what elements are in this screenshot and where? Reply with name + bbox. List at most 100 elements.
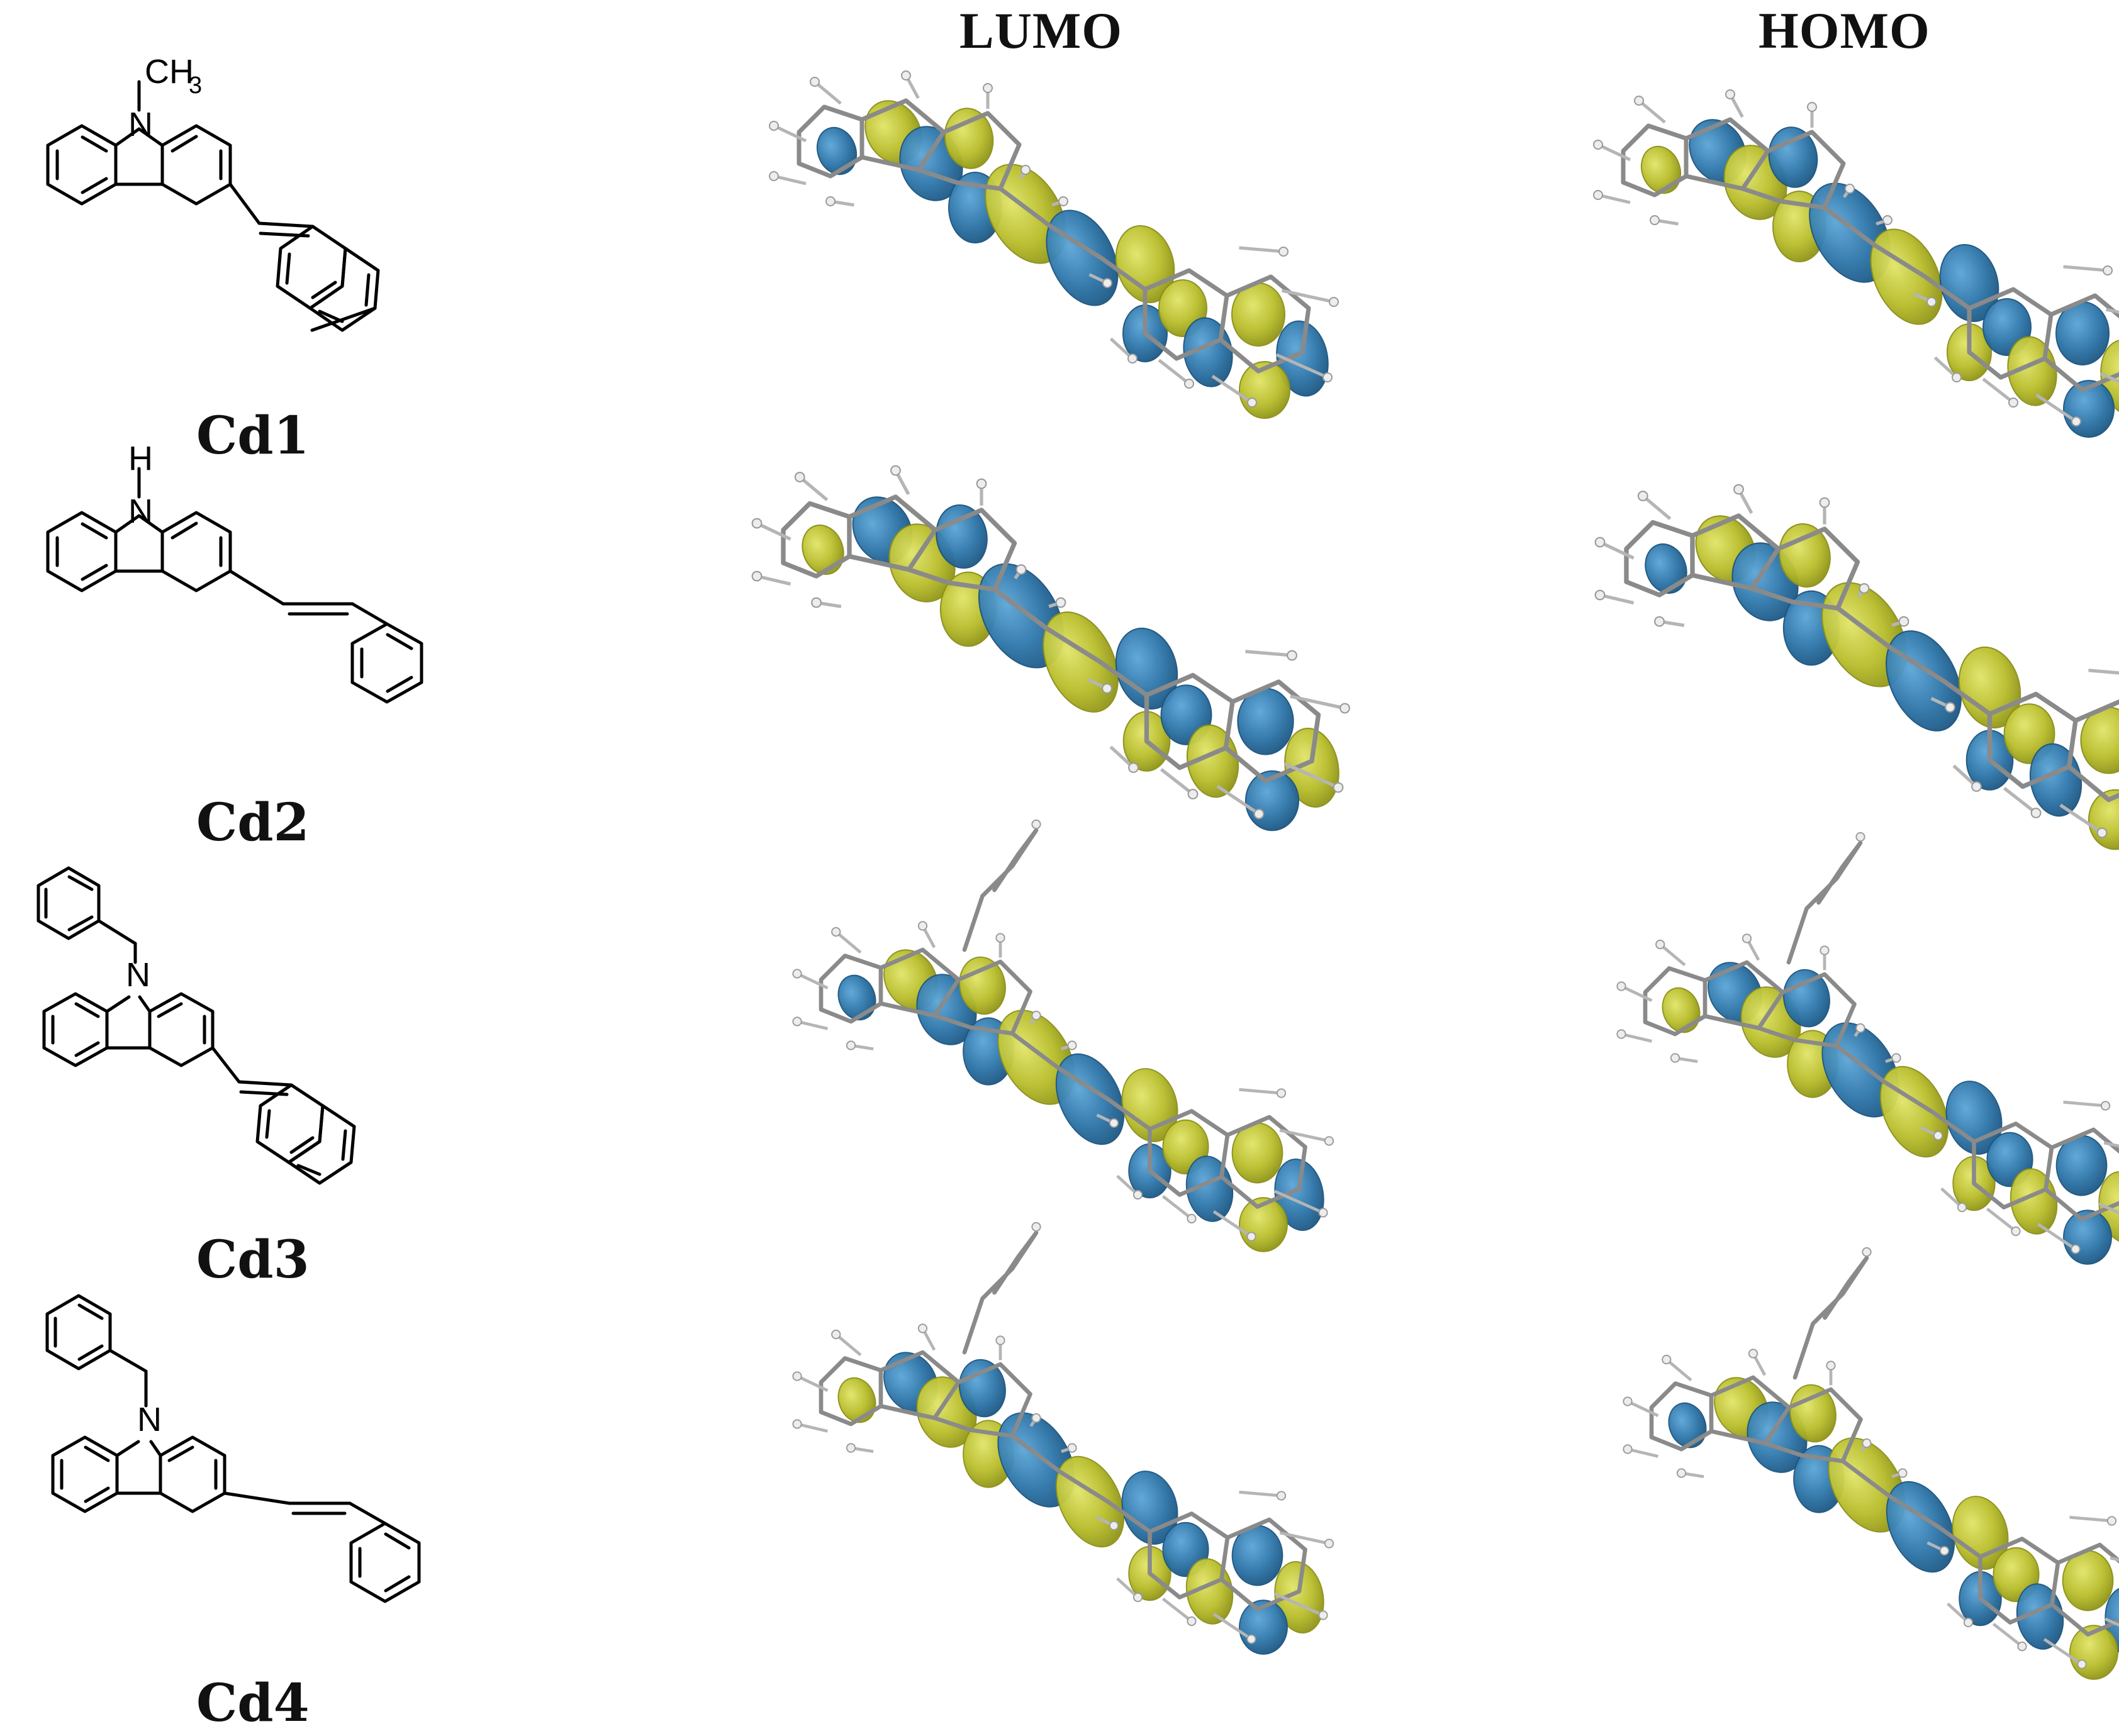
methyl-label: CH [145,53,194,91]
hydrogen-sphere [2008,398,2018,408]
molecular-skeleton [1623,1247,2119,1669]
hydrogen-sphere [1184,379,1194,389]
molecular-skeleton [1593,89,2119,426]
hydrogen-sphere [1634,96,1644,106]
orbital-panel [769,70,1339,419]
hydrogen-sphere [1187,1213,1197,1224]
hydrogen-sphere [1031,1221,1041,1232]
orbital-panel [1616,832,2119,1265]
orbital-lobe-yellow [944,108,994,169]
hydrogen-sphere [1676,1468,1687,1478]
orbital-panel [1623,1247,2119,1680]
hydrogen-sphere [1650,215,1660,225]
hydrogen-sphere [846,1443,856,1453]
compound-label-cd1: Cd1 [196,406,310,466]
hydrogen-sphere [1725,89,1735,99]
hydrogen-sphere [1187,1616,1197,1627]
hydrogen-sphere [995,933,1005,943]
hydrogen-sphere [1859,583,1870,594]
hydrogen-sphere [2071,416,2081,426]
orbital-lobe-yellow [1789,1384,1837,1443]
hydrogen-sphere [1031,819,1041,830]
hydrogen-sphere [1593,190,1603,200]
hydrogen-sphere [1055,597,1066,608]
orbital-lobe-blue [1645,543,1687,594]
hydrogen-sphere [890,465,901,476]
hydrogen-sphere [1862,1438,1872,1449]
orbital-lobe-yellow [802,524,844,576]
hydrogen-sphere [2011,1226,2021,1237]
hydrogen-sphere [1670,1053,1680,1063]
hydrogen-sphere [1855,832,1865,842]
orbital-lobe-yellow [837,1377,876,1423]
hydrogen-sphere [1324,1538,1334,1549]
hydrogen-sphere [2100,1101,2111,1111]
orbital-lobe-blue [2055,301,2110,365]
hydrogen-sphere [1637,491,1648,501]
molecular-skeleton [792,1221,1334,1644]
compound-label-cd3: Cd3 [196,1230,310,1290]
hydrogen-sphere [1287,650,1297,661]
hydrogen-sphere [769,171,779,181]
compound-label-cd4: Cd4 [196,1673,310,1733]
hydrogen-sphere [846,1040,856,1050]
hydrogen-sphere [1807,102,1817,112]
molecular-skeleton [1594,484,2119,838]
hydrogen-sphere [2096,827,2108,838]
hydrogen-sphere [1318,1208,1328,1218]
orbital-panel [792,1221,1334,1655]
hydrogen-sphere [995,1335,1005,1345]
hydrogen-sphere [1862,1247,1872,1257]
hydrogen-sphere [1939,1545,1950,1556]
molecular-skeleton [792,819,1334,1242]
hydrogen-sphere [1616,981,1626,991]
orbital-panel [751,465,1350,832]
hydrogen-sphere [792,1016,802,1027]
orbital-lobe-yellow [1231,1122,1283,1184]
hydrogen-sphere [1845,184,1855,194]
hydrogen-sphere [810,77,820,87]
hydrogen-sphere [1253,808,1265,820]
hydrogen-sphere [1276,1088,1287,1098]
hydrogen-sphere [1102,278,1112,288]
hydrogen-sphere [1333,782,1344,793]
hydrogen-sphere [1102,683,1112,694]
hydrogen-sphere [1020,165,1031,175]
orbital-lobe-yellow [1640,145,1682,194]
homo-header: HOMO [1758,2,1930,59]
hydrogen-sphere [1594,589,1606,601]
hydrogen-sphere [1926,297,1937,307]
hydrogen-sphere [792,1419,802,1429]
orbital-lobe-blue [837,974,876,1021]
hydrogen-sphere [2077,1659,2087,1669]
hydrogen-sphere [1128,762,1139,773]
hydrogen-sphere [1971,781,1982,792]
hydrogen-sphere [1318,1610,1328,1620]
hydrogen-sphere [1031,1413,1041,1423]
orbital-panel [1593,89,2119,438]
nitrogen-atom: N [128,106,153,143]
orbital-panel [792,819,1334,1252]
hydrogen-sphere [1132,1592,1143,1603]
hydrogen-sphere [1742,933,1752,943]
lumo-header: LUMO [959,2,1123,59]
hydrogen-sphere [1031,1010,1041,1021]
molecular-skeleton [1616,832,2119,1254]
hydrogen-sphere [1855,1023,1865,1033]
hydrogen-sphere [976,478,987,489]
hydrogen-sphere [1952,372,1962,382]
orbital-lobe-yellow [1231,282,1285,347]
hydrogen-sphere [1594,537,1606,548]
hydrogen-sphere [1616,1029,1626,1039]
hydrogen-sphere [1882,215,1893,225]
orbital-lobe-blue [1668,1402,1707,1449]
hydrogen-sphere [792,969,802,979]
hydrogen-sphere [769,121,779,131]
orbital-lobe-blue [936,504,988,569]
hydrogen-sphere [1891,1053,1901,1063]
hydrogen-sphere [2071,1244,2081,1254]
structure-cd2: N H [46,440,423,704]
orbital-lobe-blue [1783,969,1830,1028]
nitrogen-atom: N [126,956,150,994]
